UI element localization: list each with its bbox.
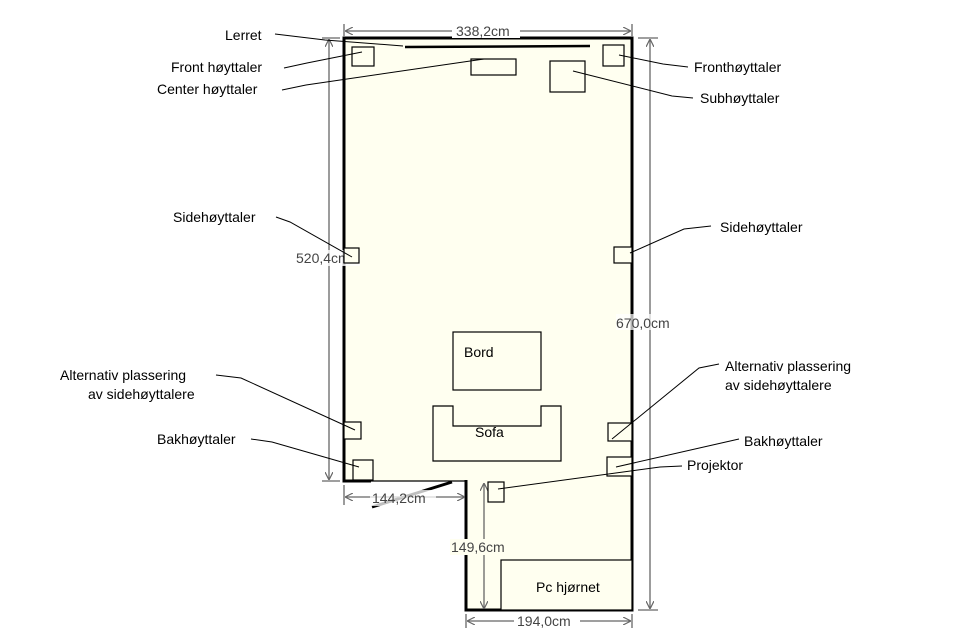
dim-right-label: 670,0cm xyxy=(616,315,670,331)
leader-rear-right xyxy=(615,438,740,468)
room-wall xyxy=(342,36,634,483)
label-alt-left-2: av sidehøyttalere xyxy=(88,386,195,402)
label-alt-right-2: av sidehøyttalere xyxy=(725,377,832,393)
alt-side-left-speaker xyxy=(343,421,362,440)
center-speaker xyxy=(470,58,517,76)
subwoofer xyxy=(549,60,586,93)
label-front-left: Front høyttaler xyxy=(171,59,262,75)
rear-left-speaker xyxy=(352,459,374,481)
sofa-label: Sofa xyxy=(475,424,504,440)
dim-top-label: 338,2cm xyxy=(456,23,510,39)
leader-side-left xyxy=(275,216,353,258)
label-projector: Projektor xyxy=(687,457,743,473)
label-front-right: Fronthøyttaler xyxy=(694,59,781,75)
dim-left-label: 520,4cm xyxy=(296,250,350,266)
room-floor xyxy=(344,38,632,610)
label-rear-left: Bakhøyttaler xyxy=(157,431,236,447)
label-rear-right: Bakhøyttaler xyxy=(744,433,823,449)
label-center: Center høyttaler xyxy=(157,81,258,97)
leader-front-left xyxy=(283,51,363,69)
leader-sub xyxy=(572,70,694,99)
label-alt-right-1: Alternativ plassering xyxy=(725,358,851,374)
leader-rear-left xyxy=(250,438,360,468)
leader-alt-right xyxy=(611,363,720,440)
leader-side-right xyxy=(629,225,712,254)
label-sub: Subhøyttaler xyxy=(700,90,780,106)
sofa xyxy=(432,405,562,462)
projector xyxy=(487,481,505,503)
leader-projector xyxy=(497,465,683,490)
front-right-speaker xyxy=(602,44,625,67)
screen xyxy=(404,44,591,49)
side-right-speaker xyxy=(613,246,633,264)
dim-bottom-label: 194,0cm xyxy=(517,613,571,629)
pc-corner xyxy=(500,559,633,611)
label-screen: Lerret xyxy=(225,27,262,43)
pc-corner-label: Pc hjørnet xyxy=(536,579,600,595)
dim-notch-width-label: 144,2cm xyxy=(372,490,426,506)
dim-notch-height-label: 149,6cm xyxy=(451,539,505,555)
leader-screen xyxy=(274,33,404,47)
label-alt-left-1: Alternativ plassering xyxy=(60,367,186,383)
label-side-left: Sidehøyttaler xyxy=(173,209,256,225)
leader-alt-left xyxy=(215,374,356,431)
table xyxy=(452,331,542,391)
table-label: Bord xyxy=(464,344,494,360)
leader-center xyxy=(281,58,485,91)
front-left-speaker xyxy=(351,46,375,67)
label-side-right: Sidehøyttaler xyxy=(720,219,803,235)
leader-front-right xyxy=(618,54,689,68)
side-left-speaker xyxy=(343,247,360,264)
